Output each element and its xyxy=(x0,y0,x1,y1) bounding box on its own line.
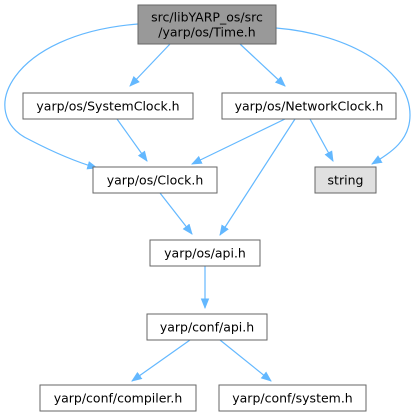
node-label-networkclock: yarp/os/NetworkClock.h xyxy=(235,99,384,114)
edge-networkclock-to-clock xyxy=(191,118,286,165)
node-compiler[interactable]: yarp/conf/compiler.h xyxy=(39,384,197,412)
edge-time-to-systemclock xyxy=(129,43,171,87)
node-label-time: /yarp/os/Time.h xyxy=(158,25,255,40)
node-networkclock[interactable]: yarp/os/NetworkClock.h xyxy=(221,92,397,120)
node-label-systemclock: yarp/os/SystemClock.h xyxy=(36,99,179,114)
node-osapi[interactable]: yarp/os/api.h xyxy=(149,239,261,267)
node-confapi[interactable]: yarp/conf/api.h xyxy=(146,313,268,341)
edge-time-to-networkclock xyxy=(239,43,286,87)
node-label-compiler: yarp/conf/compiler.h xyxy=(54,391,183,406)
edge-confapi-to-system xyxy=(219,339,272,382)
node-label-string: string xyxy=(328,173,364,188)
edges-layer xyxy=(4,23,411,382)
node-box-networkclock xyxy=(221,92,397,120)
node-label-system: yarp/conf/system.h xyxy=(232,391,352,406)
node-box-clock xyxy=(92,166,218,194)
node-label-time: src/libYARP_os/src xyxy=(151,10,263,25)
edge-clock-to-osapi xyxy=(159,192,193,235)
node-label-clock: yarp/os/Clock.h xyxy=(107,173,204,188)
node-box-time xyxy=(137,4,277,45)
node-time: src/libYARP_os/src/yarp/os/Time.h xyxy=(137,4,277,45)
node-system[interactable]: yarp/conf/system.h xyxy=(218,384,367,412)
edge-time-to-clock xyxy=(4,23,139,170)
edge-systemclock-to-clock xyxy=(116,118,148,162)
edge-time-to-string xyxy=(275,27,411,165)
node-box-compiler xyxy=(39,384,197,412)
node-label-osapi: yarp/os/api.h xyxy=(164,246,246,261)
edge-networkclock-to-string xyxy=(309,118,334,162)
node-box-osapi xyxy=(149,239,261,267)
nodes-layer: src/libYARP_os/src/yarp/os/Time.h yarp/os… xyxy=(22,4,397,412)
edge-confapi-to-compiler xyxy=(131,339,191,382)
node-label-confapi: yarp/conf/api.h xyxy=(160,320,254,335)
edge-networkclock-to-osapi xyxy=(219,118,296,236)
node-systemclock[interactable]: yarp/os/SystemClock.h xyxy=(22,92,194,120)
node-clock[interactable]: yarp/os/Clock.h xyxy=(92,166,218,194)
node-box-systemclock xyxy=(22,92,194,120)
node-box-system xyxy=(218,384,367,412)
node-string: string xyxy=(314,166,377,194)
node-box-string xyxy=(314,166,377,194)
node-box-confapi xyxy=(146,313,268,341)
